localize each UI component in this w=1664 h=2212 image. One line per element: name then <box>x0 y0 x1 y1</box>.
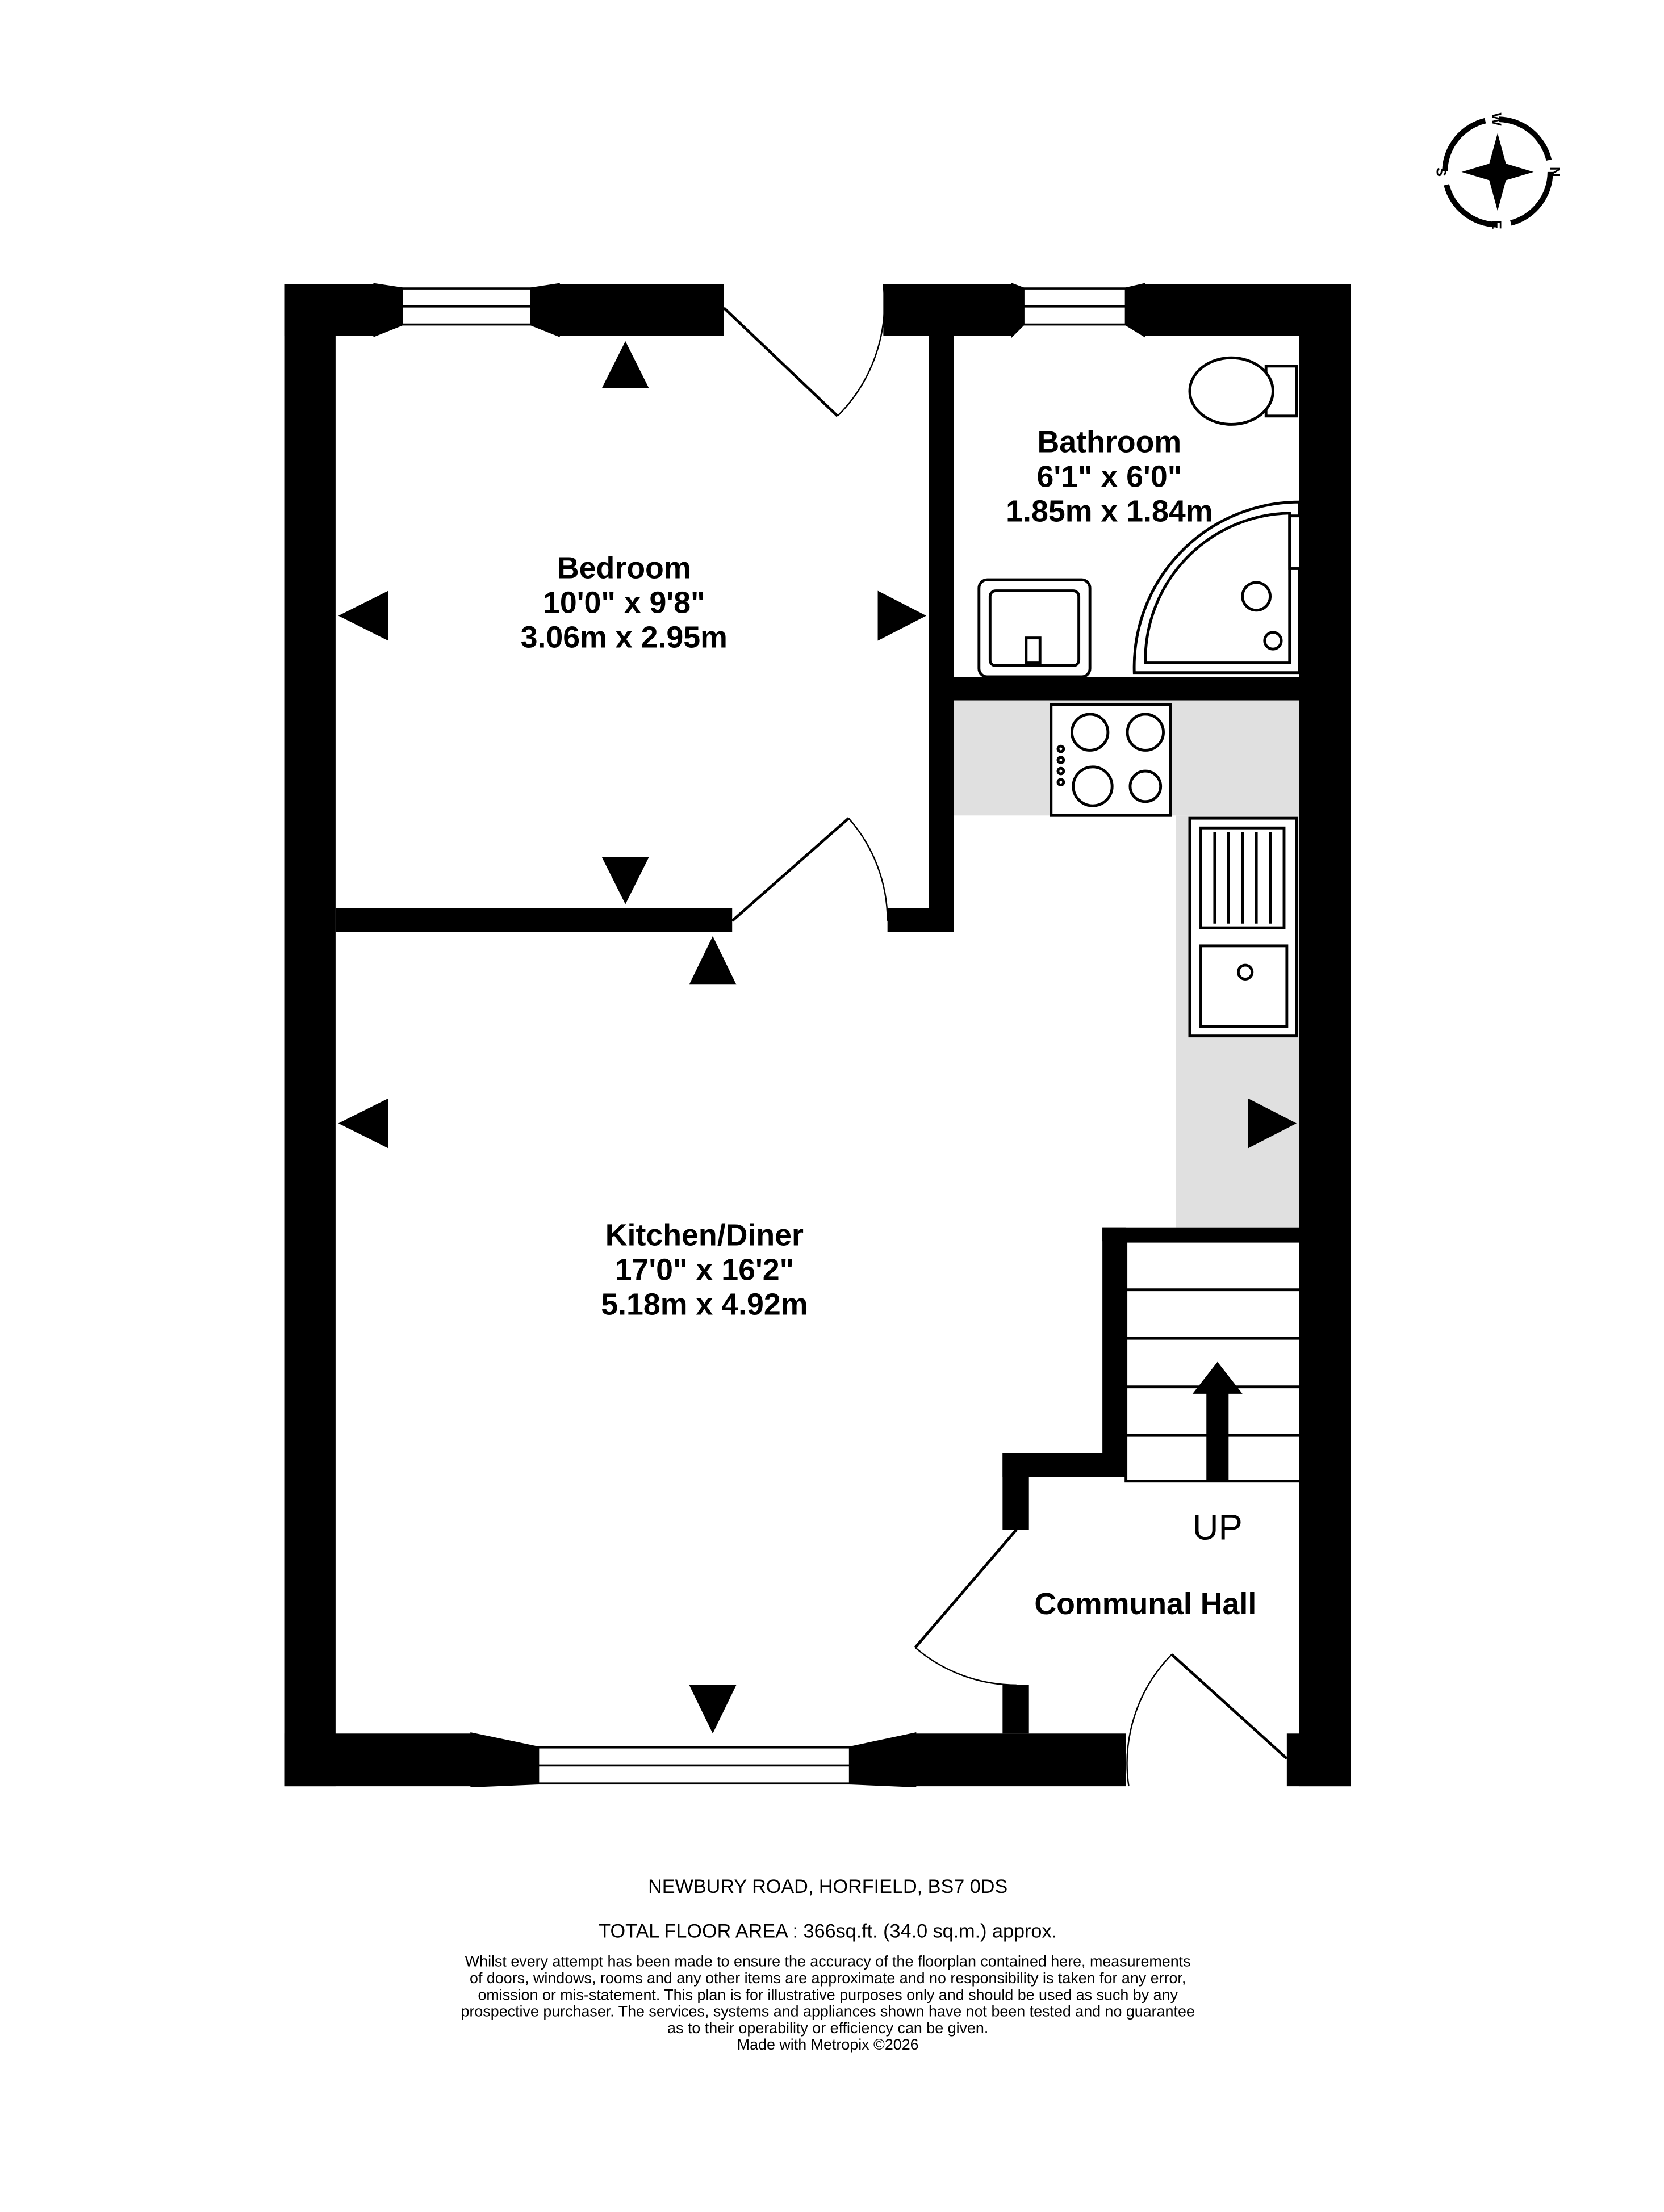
door <box>1126 1653 1288 1787</box>
window <box>1011 283 1145 338</box>
door <box>914 1528 1018 1686</box>
total-floor-area: TOTAL FLOOR AREA : 366sq.ft. (34.0 sq.m.… <box>599 1920 1057 1942</box>
room-label-kitchen: Kitchen/Diner 17'0" x 16'2" 5.18m x 4.92… <box>601 1218 808 1321</box>
address: NEWBURY ROAD, HORFIELD, BS7 0DS <box>648 1876 1007 1897</box>
hob-icon <box>1050 703 1172 817</box>
disclaimer-line: omission or mis-statement. This plan is … <box>478 1986 1178 2003</box>
room-label-bedroom: Bedroom 10'0" x 9'8" 3.06m x 2.95m <box>521 551 728 655</box>
basin-icon <box>977 578 1092 678</box>
room-dimensions-imperial: 6'1" x 6'0" <box>1036 459 1182 493</box>
disclaimer: Whilst every attempt has been made to en… <box>461 1953 1195 2054</box>
room-dimensions-metric: 1.85m x 1.84m <box>1006 494 1213 528</box>
room-dimensions-imperial: 10'0" x 9'8" <box>543 586 705 620</box>
compass-south: S <box>1433 167 1449 177</box>
door <box>731 817 888 922</box>
window <box>373 283 560 337</box>
stairs-up-arrow-icon <box>1192 1361 1243 1481</box>
shower-icon <box>1132 500 1302 675</box>
room-name: Bedroom <box>557 551 691 585</box>
compass-east: E <box>1489 220 1504 229</box>
stairs-up-label: UP <box>1193 1507 1243 1547</box>
room-label-bathroom: Bathroom 6'1" x 6'0" 1.85m x 1.84m <box>1006 425 1213 528</box>
compass-west: W <box>1489 113 1504 127</box>
room-label-communal-hall: Communal Hall <box>1034 1587 1256 1621</box>
room-dimensions-imperial: 17'0" x 16'2" <box>615 1253 794 1287</box>
kitchen-sink-icon <box>1188 816 1298 1038</box>
room-name: Bathroom <box>1038 425 1182 459</box>
walls <box>284 284 1351 1787</box>
room-dimensions-metric: 5.18m x 4.92m <box>601 1288 808 1322</box>
disclaimer-line: of doors, windows, rooms and any other i… <box>470 1970 1186 1987</box>
disclaimer-line: Whilst every attempt has been made to en… <box>465 1953 1191 1970</box>
dimension-arrow-icon <box>338 341 1297 1734</box>
disclaimer-line: prospective purchaser. The services, sys… <box>461 2003 1195 2020</box>
room-name: Kitchen/Diner <box>605 1218 804 1252</box>
credit: Made with Metropix ©2026 <box>737 2036 919 2053</box>
room-dimensions-metric: 3.06m x 2.95m <box>521 621 728 655</box>
disclaimer-line: as to their operability or efficiency ca… <box>667 2020 988 2037</box>
compass-north: N <box>1547 167 1562 177</box>
window <box>470 1732 917 1788</box>
toilet-icon <box>1188 356 1298 426</box>
door <box>722 284 885 417</box>
compass-icon: W N S E <box>1433 113 1562 229</box>
